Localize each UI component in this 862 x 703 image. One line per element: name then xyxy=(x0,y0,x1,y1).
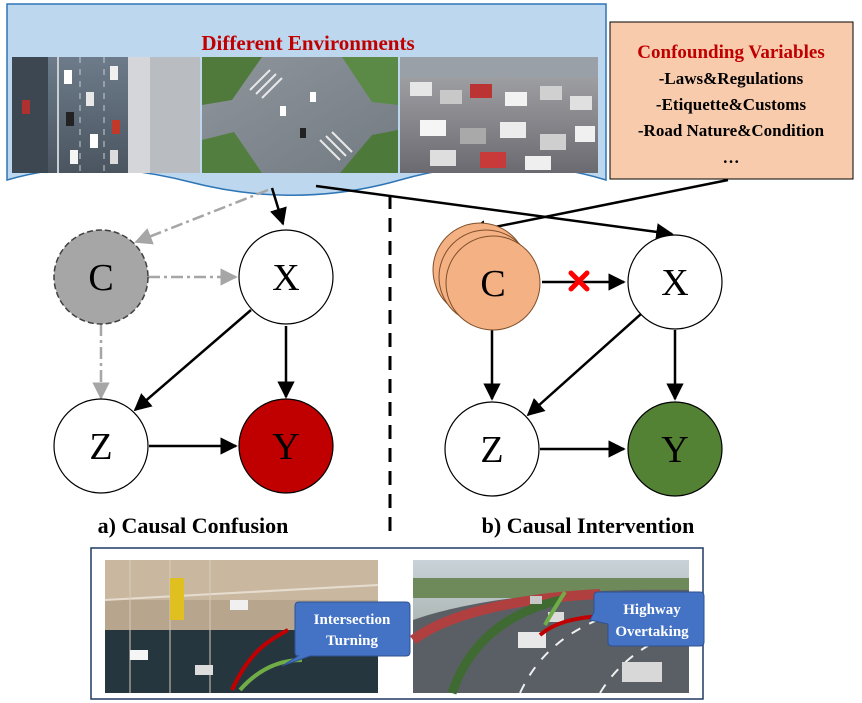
intervention-cross-icon xyxy=(568,270,590,292)
node-x-label: X xyxy=(661,262,688,304)
crowded-street-traffic-photo xyxy=(400,57,598,173)
node-y-label: Y xyxy=(272,426,299,468)
confounder-item: -Laws&Regulations xyxy=(659,69,804,88)
node-c-label: C xyxy=(480,263,505,305)
caption-causal-intervention: b) Causal Intervention xyxy=(482,513,695,538)
node-z xyxy=(444,401,540,497)
node-c-label: C xyxy=(88,257,113,299)
node-c xyxy=(445,235,541,331)
environments-banner: Different Environments xyxy=(6,3,607,196)
callout-intersection-line2: Turning xyxy=(326,633,378,649)
edge-x-to-z xyxy=(133,309,252,412)
node-y-label: Y xyxy=(661,429,688,471)
node-y xyxy=(238,398,334,494)
confounder-item: -Etiquette&Customs xyxy=(656,95,807,114)
arrow-confounders-to-c-b xyxy=(468,178,729,238)
node-z-label: Z xyxy=(480,429,503,471)
node-z-label: Z xyxy=(89,426,112,468)
arrow-env-to-x-a xyxy=(270,187,287,226)
callout-highway-line2: Overtaking xyxy=(615,624,689,640)
examples-panel: Intersection Turning Highway Overtaking xyxy=(90,547,705,700)
confounders-title: Confounding Variables xyxy=(637,42,824,63)
confounder-item: -Road Nature&Condition xyxy=(638,121,825,140)
confounder-item-ellipsis: … xyxy=(723,148,740,167)
graph-causal-confusion: C X Z Y a) Causal Confusion xyxy=(53,229,334,538)
node-x-label: X xyxy=(272,257,299,299)
arrow-env-to-c-a xyxy=(134,188,269,245)
caption-causal-confusion: a) Causal Confusion xyxy=(98,513,289,538)
callout-intersection-turning: Intersection Turning xyxy=(281,601,411,667)
confounding-variables-box: Confounding Variables -Laws&Regulations … xyxy=(609,21,854,180)
node-c xyxy=(53,229,149,325)
node-x xyxy=(627,234,723,330)
aerial-intersection-photo xyxy=(202,57,398,173)
node-y xyxy=(627,401,723,497)
callout-highway-overtaking: Highway Overtaking xyxy=(589,591,705,647)
graph-causal-intervention: C X Z Y b) Causal Intervention xyxy=(432,222,723,538)
node-x xyxy=(238,229,334,325)
node-c-stack: C xyxy=(432,222,541,331)
node-z xyxy=(53,398,149,494)
aerial-highway-traffic-photo xyxy=(12,57,200,173)
callout-highway-line1: Highway xyxy=(623,602,681,618)
callout-intersection-line1: Intersection xyxy=(314,612,391,628)
edge-x-to-z xyxy=(526,313,642,417)
arrow-env-to-x-b xyxy=(315,184,674,241)
environments-title: Different Environments xyxy=(201,31,414,55)
